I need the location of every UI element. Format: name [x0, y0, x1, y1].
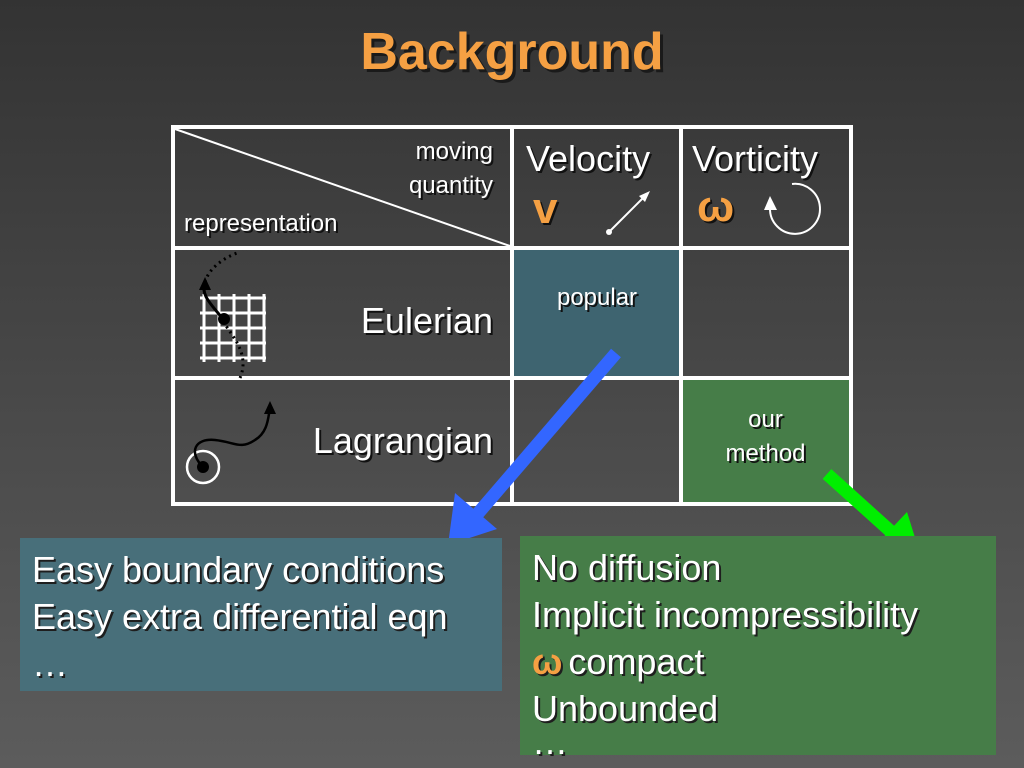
- omega-symbol: ω: [532, 641, 563, 682]
- blue-arrow-icon: [448, 348, 621, 545]
- popular-cell: [513, 249, 681, 378]
- corner-diagonal: [174, 128, 511, 247]
- lagrangian-particle-icon: [185, 401, 276, 485]
- corner-label-representation: representation: [184, 210, 338, 237]
- benefit-line: Easy boundary conditions: [32, 549, 445, 590]
- table-grid: [171, 125, 853, 506]
- cell-our-method-line2: method: [725, 440, 806, 467]
- page-title: Background: [360, 23, 664, 81]
- benefit-line: Easy extra differential eqn: [32, 596, 448, 637]
- cell-our-method-line1: our: [748, 406, 783, 433]
- our-method-cell: [682, 379, 849, 503]
- benefit-ellipsis: …: [532, 721, 568, 762]
- benefit-line: No diffusion: [532, 547, 722, 588]
- eulerian-path-icon: [199, 250, 245, 379]
- corner-label-moving: moving: [415, 138, 493, 165]
- benefit-ellipsis: …: [32, 643, 68, 684]
- benefit-compact: compact: [568, 641, 705, 682]
- benefit-line: Implicit incompressibility: [532, 594, 919, 635]
- lagrangian-vorticity-benefits: No diffusion Implicit incompressibility …: [520, 536, 996, 762]
- column-header-velocity: Velocity: [526, 138, 651, 179]
- benefit-line: Unbounded: [532, 688, 719, 729]
- column-header-vorticity: Vorticity: [692, 138, 819, 179]
- eulerian-velocity-benefits: Easy boundary conditions Easy extra diff…: [20, 538, 502, 691]
- row-header-lagrangian: Lagrangian: [312, 420, 493, 461]
- eulerian-grid-icon: [200, 294, 266, 362]
- velocity-arrow-icon: [606, 191, 650, 235]
- velocity-symbol: v: [533, 184, 558, 233]
- row-header-eulerian: Eulerian: [360, 300, 493, 341]
- cell-popular: popular: [556, 284, 638, 311]
- vorticity-symbol: ω: [697, 182, 735, 231]
- rotation-icon: [764, 182, 821, 235]
- corner-label-quantity: quantity: [408, 172, 493, 199]
